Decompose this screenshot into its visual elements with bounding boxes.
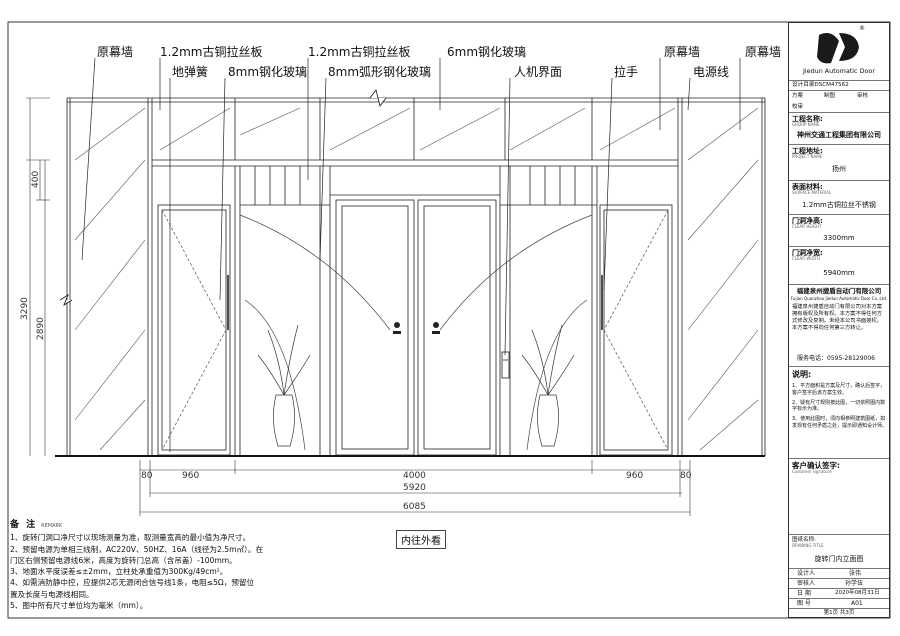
clear-width-row: 门洞净宽: CLEAR WIDTH 5940mm <box>789 247 889 285</box>
center-doors <box>335 199 497 456</box>
plant-vase-left <box>257 324 311 447</box>
leader-lines <box>81 57 741 452</box>
callout-curved-glass: 8mm弧形钢化玻璃 <box>328 65 431 79</box>
vertical-dimensions <box>26 97 50 456</box>
remark-line: 4、如需消防静中控，应提供2芯无源闭合信号线1条，电阻≤5Ω，预留位 <box>10 578 255 588</box>
registered-mark: ® <box>859 25 865 32</box>
remark-line: 5、图中所有尺寸单位均为毫米（mm）。 <box>10 601 148 611</box>
project-location-row: 工程地址: PROJECT NAME 扬州 <box>789 145 889 181</box>
brand-logo-icon <box>817 33 859 64</box>
callout-labels: 原幕墙 1.2mm古铜拉丝板 1.2mm古铜拉丝板 6mm钢化玻璃 原幕墙 原幕… <box>97 44 781 79</box>
callout-original-wall-1: 原幕墙 <box>97 45 133 59</box>
callout-hmi: 人机界面 <box>514 65 562 79</box>
sign-row: 方案 制图 审核 校审 <box>789 91 889 113</box>
callout-tempered-glass-8mm: 8mm钢化玻璃 <box>228 65 307 79</box>
callout-tempered-glass-6mm: 6mm钢化玻璃 <box>447 45 526 59</box>
customer-signature-row: 客户确认签字: Customer signature <box>789 459 889 535</box>
remark-line: 1、旋转门洞口净尺寸以现场测量为准，取测量宽高的最小值为净尺寸。 <box>10 533 251 543</box>
drawing-frame <box>7 21 891 619</box>
curved-glass-arcs <box>239 214 593 451</box>
view-caption: 内往外看 <box>396 530 446 549</box>
brand-row: ® Jiedun Automatic Door <box>789 23 889 81</box>
material-row: 表面材料: SURFACE MATERIAL 1.2mm古铜拉丝不锈钢 <box>789 181 889 215</box>
dim-total-height: 3290 <box>20 297 30 320</box>
callout-original-wall-2: 原幕墙 <box>664 45 700 59</box>
callout-bronze-panel-1: 1.2mm古铜拉丝板 <box>160 44 262 59</box>
plant-vase-right <box>521 324 575 447</box>
checker-row: 审核人 孙学伍 <box>789 579 889 589</box>
designer-row: 设计人 张伟 <box>789 569 889 579</box>
curtain-wall <box>66 97 766 456</box>
design-no-row: 设计目录DSCM47562 <box>789 81 889 91</box>
dim-transom-height: 400 <box>31 171 41 188</box>
callout-power-line: 电源线 <box>693 65 729 79</box>
drawing-name-row: 图纸名称: DRAWING TITLE 旋转门内立面图 <box>789 535 889 569</box>
date-row: 日 期 2020年08月31日 <box>789 589 889 599</box>
callout-original-wall-3: 原幕墙 <box>745 45 781 59</box>
explain-row: 说明: 1、平方面积是方案及尺寸，确认后签字，客户签字后该方案生效。 2、疑有尺… <box>789 367 889 459</box>
callout-handle: 拉手 <box>614 64 638 79</box>
callout-floor-spring: 地弹簧 <box>172 64 208 79</box>
brand-name: Jiedun Automatic Door <box>803 67 875 75</box>
dim-left-post: 80 <box>141 471 153 481</box>
clear-height-row: 门洞净高: CLEAR HEIGHT 3300mm <box>789 215 889 247</box>
left-swing-door <box>157 204 231 456</box>
remark-line: 置及长度与电源线相同。 <box>10 589 94 599</box>
title-block: ® Jiedun Automatic Door 设计目录DSCM47562 方案… <box>788 22 890 618</box>
company-row: 福建泉州捷盾自动门有限公司 Fujian Quanzhou Jiedun Aut… <box>789 285 889 367</box>
callout-bronze-panel-2: 1.2mm古铜拉丝板 <box>308 44 410 59</box>
door-sensor-icons <box>393 322 440 334</box>
project-unit-row: 工程名称: GROUP NAME 神州交通工程集团有限公司 <box>789 113 889 145</box>
dim-door-height: 2890 <box>36 317 46 340</box>
drawing-no-row: 图 号 A01 <box>789 599 889 609</box>
dim-center: 4000 <box>403 471 426 481</box>
remark-line: 2、预留电源为单相三线制，AC220V、50HZ、16A（线径为2.5m㎡）。在 <box>10 544 264 554</box>
bottom-dimensions <box>139 460 691 516</box>
glass-hatch <box>74 107 759 451</box>
dim-right-post: 80 <box>680 471 692 481</box>
dim-inner-total: 5920 <box>403 483 426 493</box>
remark-line: 门区右侧预留电源线6米，高度为旋转门总高（含吊盖）-100mm。 <box>10 555 237 565</box>
remark-line: 3、地面水平度误差≤±2mm，立柱处承重值为300Kg/49cm²。 <box>10 567 228 577</box>
hmi-panel <box>501 351 510 379</box>
page-row: 第1页 共3页 <box>823 610 855 616</box>
dim-outer-total: 6085 <box>403 502 426 512</box>
break-marks <box>59 89 387 306</box>
right-swing-door <box>599 204 673 456</box>
dim-right-door: 960 <box>626 471 643 481</box>
dim-left-door: 960 <box>182 471 199 481</box>
